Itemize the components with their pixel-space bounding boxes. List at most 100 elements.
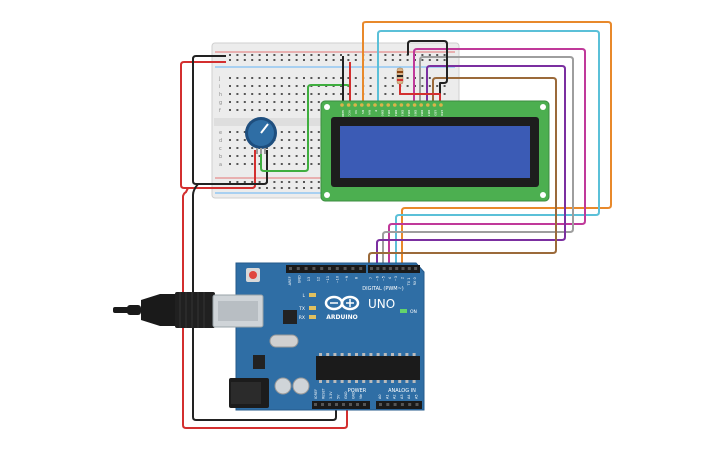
breadboard-hole[interactable]	[229, 85, 231, 87]
rail-hole[interactable]	[295, 181, 298, 183]
breadboard-hole[interactable]	[428, 77, 431, 79]
rail-hole[interactable]	[288, 54, 291, 56]
lcd-pin[interactable]	[373, 103, 377, 107]
breadboard-hole[interactable]	[280, 147, 283, 149]
rail-hole[interactable]	[443, 54, 446, 56]
header-hole[interactable]	[393, 403, 397, 406]
breadboard-hole[interactable]	[229, 163, 231, 165]
breadboard-hole[interactable]	[258, 155, 261, 157]
rail-hole[interactable]	[369, 54, 372, 56]
breadboard-hole[interactable]	[310, 109, 313, 111]
breadboard-hole[interactable]	[266, 93, 268, 95]
header-hole[interactable]	[376, 267, 380, 270]
rail-hole[interactable]	[266, 187, 268, 189]
breadboard-hole[interactable]	[303, 155, 305, 157]
breadboard-hole[interactable]	[251, 101, 254, 103]
rail-hole[interactable]	[436, 54, 439, 56]
rail-hole[interactable]	[325, 59, 328, 61]
rail-hole[interactable]	[273, 181, 276, 183]
lcd-pin[interactable]	[379, 103, 384, 107]
rail-hole[interactable]	[258, 181, 261, 183]
header-hole[interactable]	[296, 267, 300, 270]
breadboard-hole[interactable]	[384, 77, 387, 79]
breadboard-hole[interactable]	[273, 77, 276, 79]
breadboard-hole[interactable]	[273, 147, 276, 149]
breadboard-hole[interactable]	[384, 93, 387, 95]
resistor-icon[interactable]	[396, 67, 404, 85]
lcd-pin[interactable]	[426, 103, 430, 107]
rail-hole[interactable]	[347, 54, 350, 56]
breadboard-hole[interactable]	[317, 131, 320, 133]
rail-hole[interactable]	[295, 59, 298, 61]
breadboard-hole[interactable]	[258, 163, 261, 165]
breadboard-hole[interactable]	[369, 77, 372, 79]
breadboard-hole[interactable]	[229, 93, 231, 95]
breadboard-hole[interactable]	[266, 101, 268, 103]
breadboard-hole[interactable]	[288, 109, 291, 111]
rail-hole[interactable]	[443, 59, 446, 61]
lcd-pin[interactable]	[346, 103, 351, 107]
rail-hole[interactable]	[406, 59, 409, 61]
breadboard-hole[interactable]	[236, 109, 239, 111]
breadboard-hole[interactable]	[280, 77, 283, 79]
rail-hole[interactable]	[391, 54, 394, 56]
breadboard-hole[interactable]	[251, 109, 254, 111]
lcd-pin[interactable]	[439, 103, 443, 107]
arduino-uno-board[interactable]: L TX RX ON ARDUINO UNO DIGITAL (PWM~) PO…	[212, 262, 425, 411]
breadboard-hole[interactable]	[384, 85, 387, 87]
rail-hole[interactable]	[266, 54, 268, 56]
breadboard-hole[interactable]	[303, 147, 305, 149]
header-hole[interactable]	[343, 267, 347, 270]
breadboard-hole[interactable]	[310, 155, 313, 157]
breadboard-hole[interactable]	[443, 85, 446, 87]
rail-hole[interactable]	[399, 59, 402, 61]
breadboard-hole[interactable]	[288, 101, 291, 103]
breadboard-hole[interactable]	[317, 93, 320, 95]
breadboard-hole[interactable]	[280, 101, 283, 103]
lcd-pin[interactable]	[360, 103, 364, 107]
header-hole[interactable]	[335, 267, 339, 270]
header-hole[interactable]	[414, 267, 418, 270]
rail-hole[interactable]	[229, 54, 231, 56]
header-hole[interactable]	[320, 267, 324, 270]
breadboard-hole[interactable]	[295, 147, 298, 149]
breadboard-hole[interactable]	[236, 131, 239, 133]
rail-hole[interactable]	[258, 54, 261, 56]
breadboard-hole[interactable]	[332, 93, 335, 95]
rail-hole[interactable]	[303, 59, 305, 61]
header-hole[interactable]	[379, 403, 382, 406]
breadboard-hole[interactable]	[295, 101, 298, 103]
breadboard-hole[interactable]	[354, 93, 357, 95]
breadboard-hole[interactable]	[243, 101, 246, 103]
breadboard-hole[interactable]	[280, 109, 283, 111]
rail-hole[interactable]	[332, 59, 335, 61]
rail-hole[interactable]	[340, 54, 342, 56]
breadboard-hole[interactable]	[295, 77, 298, 79]
rail-hole[interactable]	[266, 59, 268, 61]
breadboard-hole[interactable]	[325, 77, 328, 79]
breadboard-hole[interactable]	[310, 77, 313, 79]
breadboard-hole[interactable]	[303, 85, 305, 87]
breadboard-hole[interactable]	[303, 101, 305, 103]
breadboard-hole[interactable]	[317, 163, 320, 165]
breadboard-hole[interactable]	[317, 101, 320, 103]
breadboard-hole[interactable]	[229, 77, 231, 79]
breadboard-hole[interactable]	[280, 155, 283, 157]
breadboard-hole[interactable]	[288, 139, 291, 141]
rail-hole[interactable]	[251, 59, 254, 61]
breadboard-hole[interactable]	[317, 77, 320, 79]
breadboard-hole[interactable]	[369, 85, 372, 87]
breadboard-hole[interactable]	[340, 77, 342, 79]
lcd-pin[interactable]	[386, 103, 391, 107]
breadboard-hole[interactable]	[280, 139, 283, 141]
breadboard-hole[interactable]	[295, 139, 298, 141]
breadboard-hole[interactable]	[303, 131, 305, 133]
breadboard-hole[interactable]	[273, 93, 276, 95]
header-hole[interactable]	[407, 267, 411, 270]
rail-hole[interactable]	[384, 54, 387, 56]
header-hole[interactable]	[335, 403, 338, 406]
rail-hole[interactable]	[236, 59, 239, 61]
rail-hole[interactable]	[428, 54, 431, 56]
rail-hole[interactable]	[229, 181, 231, 183]
